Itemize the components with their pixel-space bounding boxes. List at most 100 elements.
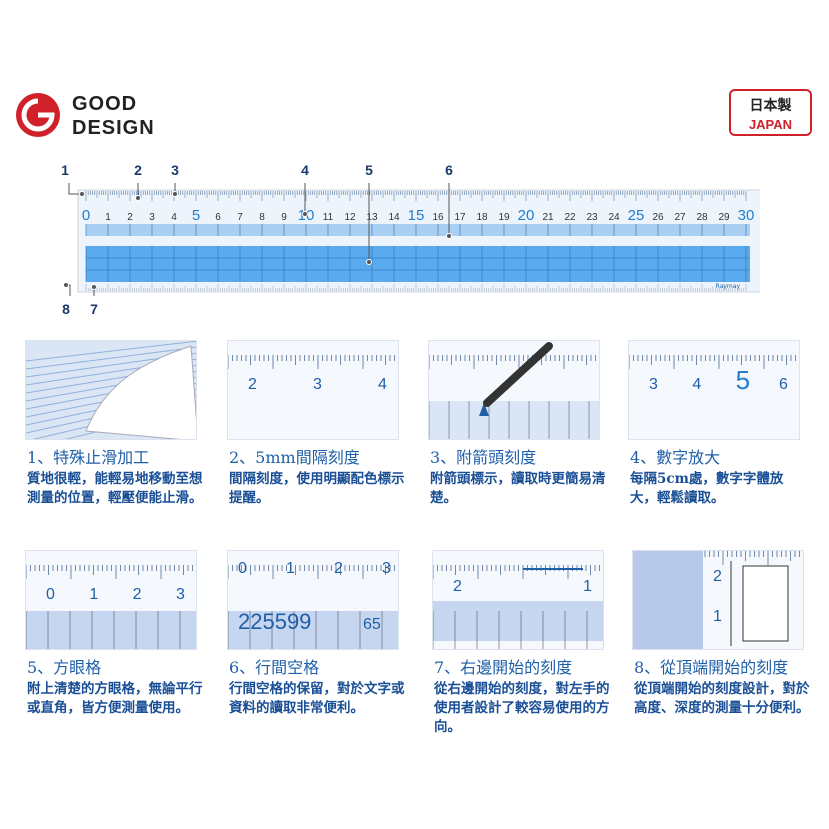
illustration-label: 5 (736, 365, 750, 395)
callout-dot (302, 211, 308, 217)
illustration-label: 1 (713, 608, 722, 625)
good-design-logo-icon (16, 93, 60, 137)
illustration-label: 0 (46, 586, 55, 603)
badge-jp: 日本製 (749, 98, 792, 114)
made-in-japan-badge: 日本製 JAPAN (729, 89, 812, 136)
callout-number-1: 1 (61, 162, 69, 178)
feature-description: 間隔刻度，使用明顯配色標示提醒。 (229, 471, 405, 506)
feature-title: 5、方眼格 (27, 658, 102, 677)
ruler-number: 17 (454, 212, 466, 223)
illustration-label: 1 (583, 578, 592, 595)
feature-description: 附上清楚的方眼格，無論平行或直角，皆方便測量使用。 (27, 681, 203, 716)
ruler-diagram: 0123456789101112131415161718192021222324… (61, 162, 760, 317)
ruler-number: 18 (476, 212, 488, 223)
illustration-label: 3 (382, 560, 391, 577)
ruler-number: 4 (171, 212, 177, 223)
feature-description: 從頂端開始的刻度設計，對於高度、深度的測量十分便利。 (634, 681, 810, 716)
illustration-label: 2 (133, 586, 142, 603)
ruler-number: 8 (259, 212, 265, 223)
feature-description: 附箭頭標示，讀取時更簡易清楚。 (430, 471, 606, 506)
logo-text-design: DESIGN (72, 117, 155, 139)
feature-illustration-2: 2 3 4 (227, 340, 399, 440)
ruler-number: 26 (652, 212, 664, 223)
callout-number-2: 2 (134, 162, 142, 178)
ruler-number: 14 (388, 212, 400, 223)
ruler-number: 16 (432, 212, 444, 223)
ruler-number: 29 (718, 212, 730, 223)
illustration-label: 2 (453, 578, 462, 595)
hand-icon (85, 345, 196, 439)
callout-number-6: 6 (445, 162, 453, 178)
feature-description: 每隔5cm處，數字字體放大，輕鬆讀取。 (630, 471, 784, 506)
feature-title: 2、5mm間隔刻度 (229, 448, 360, 467)
feature-title: 7、右邊開始的刻度 (434, 658, 573, 677)
feature-illustration-3 (428, 340, 600, 440)
feature-title: 4、數字放大 (630, 448, 721, 467)
logo-text-good: GOOD (72, 93, 138, 115)
callout-dot (172, 191, 178, 197)
ruler-number: 9 (281, 212, 287, 223)
callout-dot (91, 284, 97, 290)
illustration-label: 1 (286, 560, 295, 577)
illustration-label: 2 (713, 568, 722, 585)
ruler-number: 15 (408, 207, 425, 224)
illustration-label: 2 (334, 560, 343, 577)
pen-icon (483, 342, 553, 407)
ruler-number: 7 (237, 212, 243, 223)
ruler-number: 24 (608, 212, 620, 223)
ruler-number: 28 (696, 212, 708, 223)
illustration-label: 3 (313, 376, 322, 393)
ruler-row-band (86, 224, 750, 236)
ruler-number: 25 (628, 207, 645, 224)
ruler-number: 30 (738, 207, 755, 224)
badge-en: JAPAN (731, 117, 810, 132)
feature-illustration-1 (25, 340, 197, 440)
callout-number-7: 7 (90, 301, 98, 317)
feature-title: 3、附箭頭刻度 (430, 448, 537, 467)
illustration-label: 3 (176, 586, 185, 603)
ruler-number: 13 (366, 212, 378, 223)
callout-number-8: 8 (62, 301, 70, 317)
illustration-label: 1 (89, 586, 98, 603)
ruler-number: 0 (82, 207, 90, 224)
ruler-number: 21 (542, 212, 554, 223)
envelope-icon (742, 565, 789, 642)
ruler-number: 27 (674, 212, 686, 223)
ruler-number: 23 (586, 212, 598, 223)
callout-dot (79, 191, 85, 197)
feature-description: 質地很輕，能輕易地移動至想測量的位置，輕壓便能止滑。 (27, 471, 203, 506)
illustration-label: 65 (363, 616, 381, 633)
illustration-label: 4 (378, 376, 387, 393)
feature-title: 1、特殊止滑加工 (27, 448, 150, 467)
ruler-number: 5 (192, 207, 200, 224)
ruler-number: 6 (215, 212, 221, 223)
ruler-number: 11 (323, 212, 334, 223)
feature-description: 從右邊開始的刻度，對左手的使用者設計了較容易使用的方向。 (434, 681, 610, 735)
illustration-label: 6 (779, 376, 788, 393)
ruler-number: 12 (344, 212, 356, 223)
callout-number-4: 4 (301, 162, 309, 178)
callout-number-3: 3 (171, 162, 179, 178)
feature-title: 8、從頂端開始的刻度 (634, 658, 789, 677)
callout-dot (135, 195, 141, 201)
illustration-label: 4 (692, 376, 701, 393)
ruler-number: 2 (127, 212, 133, 223)
feature-illustration-6: 0 1 2 3 225599 65 (227, 550, 399, 650)
ruler-number: 1 (105, 212, 111, 223)
ruler-number: 20 (518, 207, 535, 224)
ruler-number: 3 (149, 212, 155, 223)
callout-dot (446, 233, 452, 239)
ruler-grid-band (86, 246, 750, 282)
callout-number-5: 5 (365, 162, 373, 178)
feature-description: 行間空格的保留，對於文字或資料的讀取非常便利。 (229, 681, 405, 716)
callout-dot (63, 282, 69, 288)
illustration-label: 225599 (238, 609, 311, 634)
illustration-label: 0 (238, 560, 247, 577)
illustration-label: 2 (248, 376, 257, 393)
feature-illustration-5: 0 1 2 3 (25, 550, 197, 650)
callout-dot (366, 259, 372, 265)
ruler-number: 19 (498, 212, 510, 223)
